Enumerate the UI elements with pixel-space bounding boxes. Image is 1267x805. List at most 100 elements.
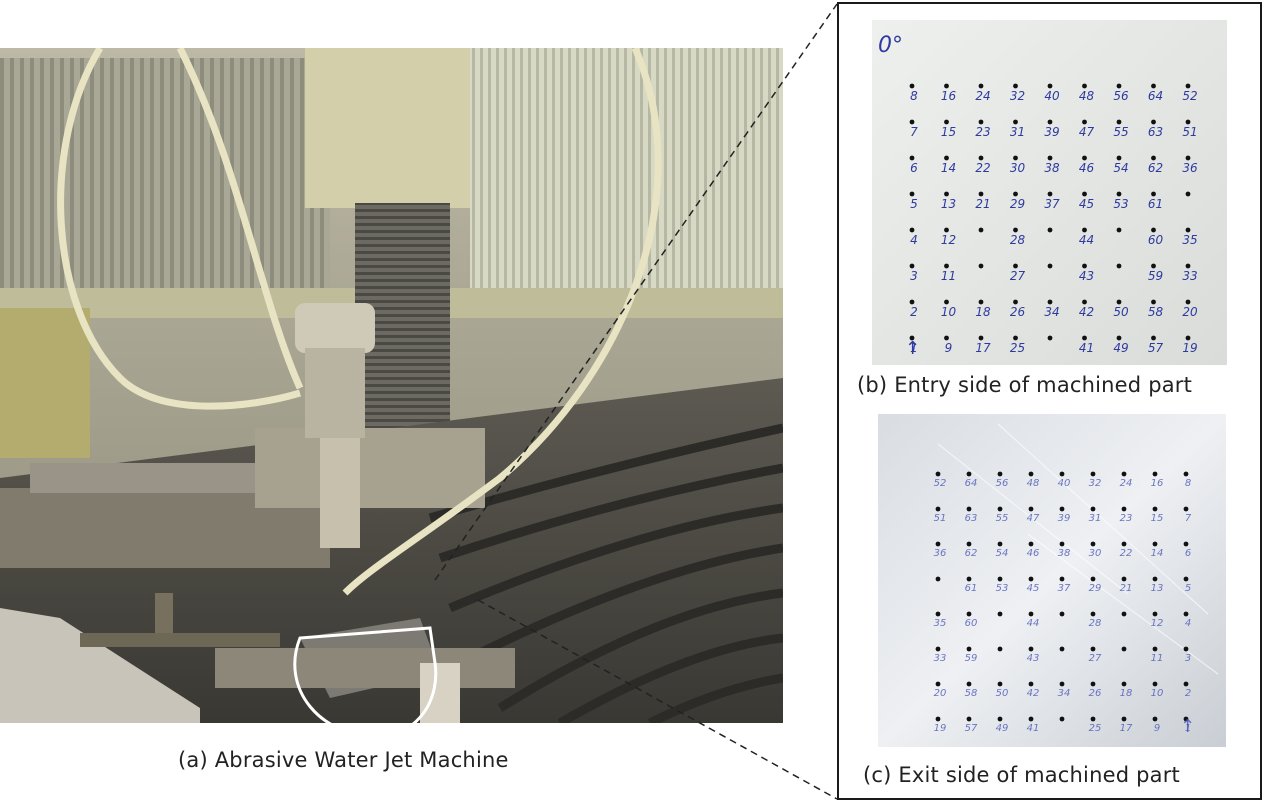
hole-dot (978, 299, 984, 305)
hole-number: 55 (996, 513, 1009, 524)
hole-number: 14 (1151, 548, 1164, 559)
hole-number: 1 (1185, 723, 1191, 734)
hole-number: 57 (965, 723, 978, 734)
hole-dot (1013, 263, 1018, 269)
hole-number: 11 (941, 269, 956, 283)
hole-dot (997, 471, 1003, 477)
hole-dot (1028, 506, 1034, 512)
hole-dot (1059, 506, 1065, 512)
hole-number: 48 (1027, 478, 1040, 489)
hole-number: 52 (1182, 89, 1197, 103)
hole-number: 33 (1182, 269, 1197, 283)
hole-number: 38 (1044, 161, 1060, 175)
hole-number: 13 (941, 197, 956, 211)
hole-dot (1185, 119, 1191, 125)
hole-dot (1013, 227, 1018, 233)
hole-number: 19 (1182, 341, 1197, 355)
hole-number: 25 (1089, 723, 1102, 734)
hole-dot (978, 191, 984, 197)
hole-number: 44 (1027, 618, 1040, 629)
hole-dot (1047, 263, 1053, 269)
water-jet-machine-photo (0, 48, 783, 723)
hole-number: 46 (1079, 161, 1095, 175)
hole-dot (1059, 611, 1065, 617)
hole-dot (1059, 471, 1065, 477)
hole-dot (935, 471, 941, 477)
hole-number: 57 (1148, 341, 1164, 355)
hole-number: 51 (934, 513, 947, 524)
hole-number: 30 (1089, 548, 1102, 559)
hole-dot (935, 716, 941, 722)
hole-dot (997, 646, 1003, 652)
hole-dot (944, 299, 949, 305)
hole-dot (1121, 681, 1127, 687)
hole-dot (1185, 227, 1191, 233)
hole-dot (1090, 716, 1096, 722)
hole-number: 35 (934, 618, 947, 629)
hole-dot (1116, 263, 1122, 269)
origin-arrow-icon: ↑ (1180, 716, 1195, 737)
hole-dot (997, 576, 1003, 582)
hole-dot (909, 263, 915, 269)
hole-dot (944, 155, 949, 161)
hole-number: 18 (1120, 688, 1133, 699)
hole-dot (978, 263, 984, 269)
hole-number: 44 (1079, 233, 1094, 247)
hole-dot (1047, 155, 1053, 161)
hole-dot (1013, 155, 1018, 161)
hole-number: 10 (1151, 688, 1164, 699)
hole-dot (1185, 83, 1191, 89)
hole-dot (966, 611, 972, 617)
hole-number: 49 (1113, 341, 1128, 355)
hole-dot (1121, 576, 1127, 582)
hole-dot (944, 119, 949, 125)
hole-number: 60 (1148, 233, 1164, 247)
hole-number: 3 (910, 269, 918, 283)
hole-number: 6 (1185, 548, 1191, 559)
hole-number: 31 (1089, 513, 1102, 524)
hole-number: 37 (1058, 583, 1071, 594)
hole-dot (1183, 576, 1189, 582)
hole-dot (909, 191, 915, 197)
hole-number: 56 (1113, 89, 1129, 103)
hole-dot (1185, 299, 1191, 305)
hole-dot (1152, 716, 1158, 722)
hole-number: 12 (1151, 618, 1164, 629)
hole-dot (1185, 263, 1191, 269)
hole-number: 9 (945, 341, 953, 355)
hole-number: 34 (1044, 305, 1059, 319)
hole-dot (1151, 119, 1156, 125)
hole-number: 3 (1185, 653, 1191, 664)
hole-number: 29 (1089, 583, 1102, 594)
hole-dot (1082, 335, 1087, 341)
hole-dot (1013, 191, 1018, 197)
hole-number: 39 (1058, 513, 1071, 524)
hole-number: 55 (1113, 125, 1128, 139)
hole-dot (1028, 646, 1034, 652)
hole-number: 42 (1027, 688, 1040, 699)
hole-number: 47 (1027, 513, 1040, 524)
hole-number: 25 (1010, 341, 1025, 355)
hole-dot (1059, 681, 1065, 687)
hole-dot (935, 646, 941, 652)
hole-dot (909, 227, 915, 233)
hole-number: 28 (1089, 618, 1102, 629)
hole-dot (1152, 646, 1158, 652)
hole-dot (1116, 227, 1122, 233)
hole-dot (978, 227, 984, 233)
hole-dot (909, 119, 915, 125)
hole-number: 27 (1010, 269, 1026, 283)
hole-dot (966, 681, 972, 687)
hole-number: 45 (1027, 583, 1040, 594)
hole-dot (909, 83, 915, 89)
hole-number: 64 (965, 478, 978, 489)
hole-number: 47 (1079, 125, 1095, 139)
hole-dot (978, 335, 984, 341)
hole-dot (1151, 299, 1156, 305)
hole-number: 4 (1185, 618, 1191, 629)
hole-number: 48 (1079, 89, 1095, 103)
hole-dot (1116, 155, 1122, 161)
hole-dot (1116, 335, 1122, 341)
